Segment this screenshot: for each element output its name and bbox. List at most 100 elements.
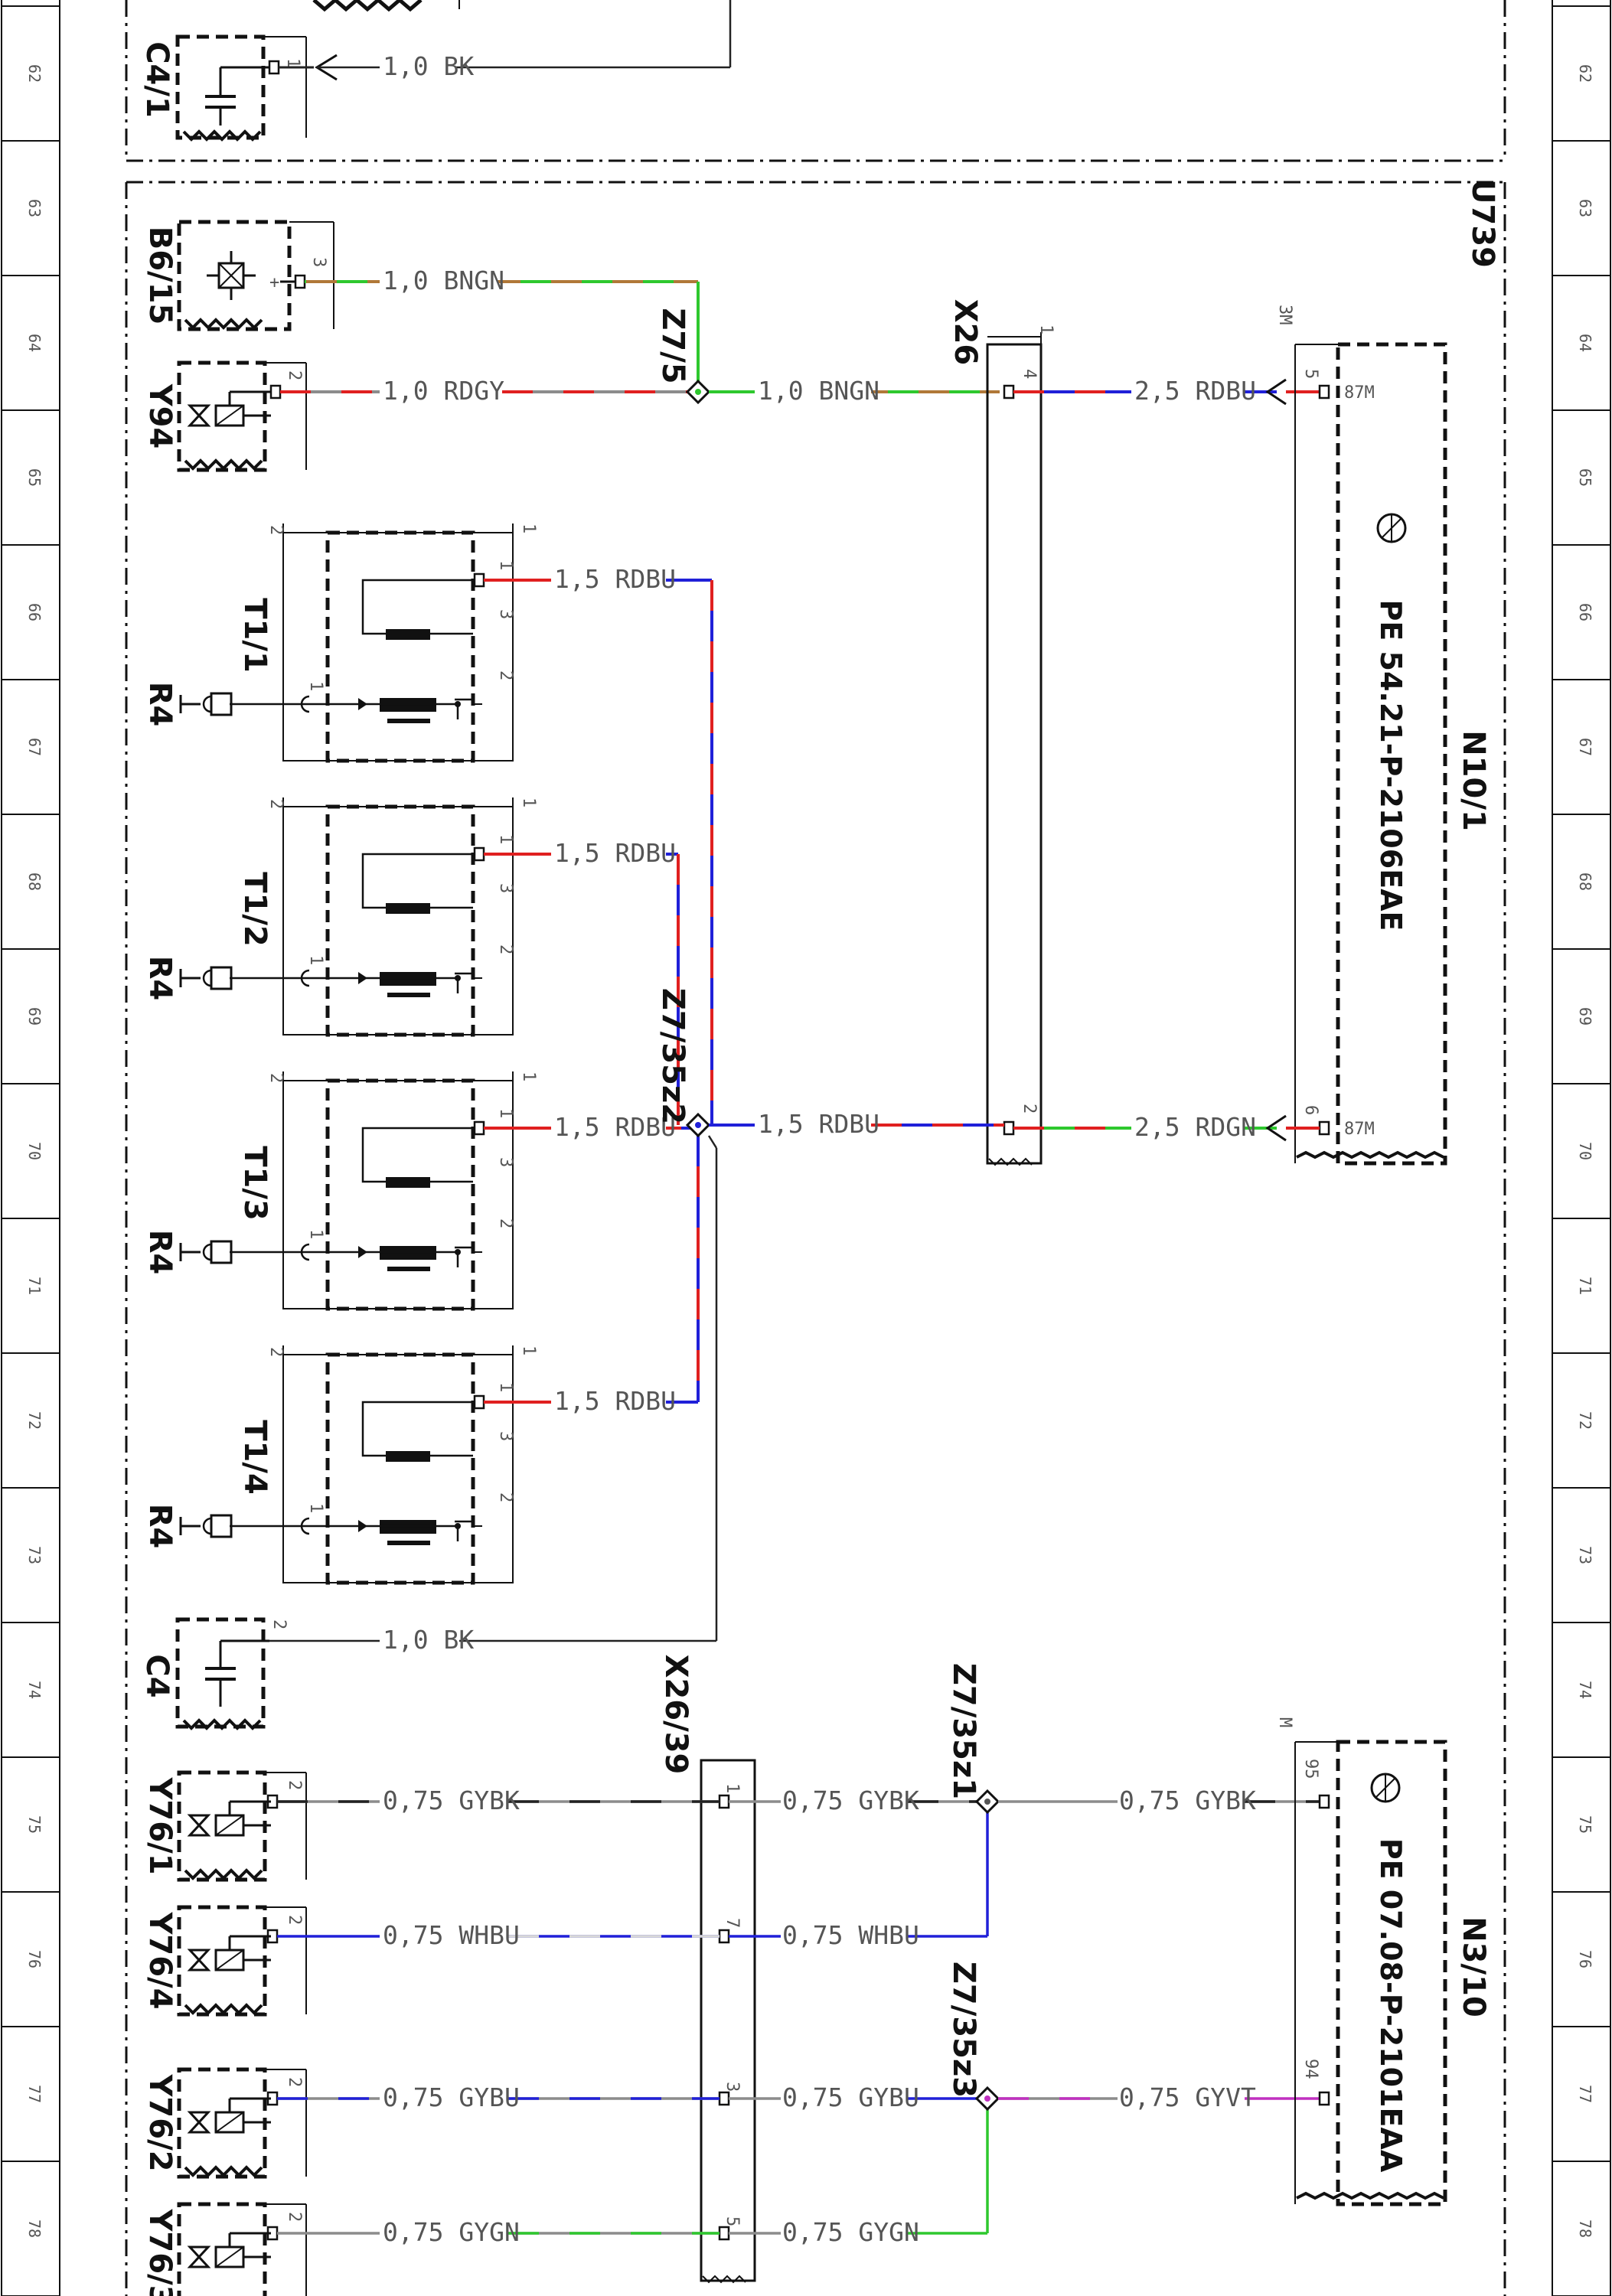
z7-35z3-splice[interactable]: Z7/35z3	[946, 1962, 1000, 2112]
coil-label: T1/2	[237, 872, 272, 947]
z7-35z2-splice[interactable]: Z7/35z2	[655, 988, 711, 1138]
c4-1-wire-label: 1,0 BK	[383, 51, 474, 81]
grid-number-left: 66	[25, 603, 44, 621]
coil-wire-t1-3[interactable]: 1,5 RDBU	[484, 1112, 698, 1142]
n10-1-module[interactable]: 3M 5 87M 6 87M N10/1 PE 54.21-P-2106EAE	[1275, 305, 1491, 1166]
x26-39-whbu-wire[interactable]: 0,75 WHBU	[729, 1812, 989, 1950]
coil-secondary-pin-1: 1	[306, 681, 325, 691]
coil-top-pin-2: 2	[266, 525, 286, 535]
grid-number-left: 67	[25, 738, 44, 756]
coil-pin-1: 1	[496, 834, 515, 844]
grid-number-left: 73	[25, 1546, 44, 1564]
x26-pin-top: 1	[1036, 325, 1056, 334]
grid-number-right: 70	[1576, 1142, 1594, 1160]
coil-wire-t1-1[interactable]: 1,5 RDBU	[484, 564, 712, 594]
x26-39-pin-1: 1	[723, 1783, 742, 1793]
n10-1-pin-6: 6	[1301, 1105, 1320, 1115]
y94-wire[interactable]: 1,0 RDGY	[280, 376, 689, 406]
x26-39-gybu-wire[interactable]: 0,75 GYBU	[729, 2082, 977, 2112]
z7-35z1-wire[interactable]: 0,75 GYBK	[998, 1786, 1320, 1815]
c4-1-wire[interactable]: 1,0 BK	[279, 0, 732, 81]
grid-number-left: 63	[25, 199, 44, 217]
coil-wire-label: 1,5 RDBU	[554, 1386, 676, 1416]
coil-secondary-pin-1: 1	[306, 955, 325, 965]
coil-wire-label: 1,5 RDBU	[554, 838, 676, 868]
x26-39-gygn-wire[interactable]: 0,75 GYGN	[729, 2109, 989, 2247]
coil-bus-wires[interactable]	[677, 580, 718, 1641]
valve-pin-2: 2	[285, 2212, 304, 2222]
z7-35z2-wire-label: 1,5 RDBU	[758, 1109, 879, 1139]
coil-wire-t1-4[interactable]: 1,5 RDBU	[484, 1386, 698, 1416]
b6-15-label: B6/15	[142, 227, 178, 325]
valve-label: Y76/1	[142, 1776, 178, 1874]
c4-component[interactable]: C4 2	[139, 1617, 289, 1730]
x26-rdgn-wire[interactable]: 2,5 RDGN	[1013, 1112, 1320, 1142]
y76-1-wire[interactable]: 0,75 GYBK	[277, 1786, 720, 1815]
x26-connector[interactable]: X26 1 4 2	[948, 299, 1056, 1166]
z7-35z3-wire-label: 0,75 GYVT	[1119, 2082, 1256, 2112]
grid-number-left: 75	[25, 1815, 44, 1834]
x26-39-gybk-label: 0,75 GYBK	[782, 1786, 919, 1815]
c4-1-component[interactable]: C4/1 1	[139, 34, 307, 142]
z7-35z3-wire[interactable]: 0,75 GYVT	[998, 2082, 1320, 2112]
c4-wire[interactable]: 1,0 BK	[269, 1625, 716, 1655]
grid-number-left: 69	[25, 1007, 44, 1026]
coil-pin-3: 3	[496, 1157, 515, 1167]
x26-39-gybk-wire[interactable]: 0,75 GYBK	[729, 1786, 977, 1815]
grid-number-right: 64	[1576, 334, 1594, 352]
module-border	[125, 0, 1506, 2296]
b6-15-component[interactable]: B6/15 3 +	[142, 220, 334, 331]
x26-39-connector[interactable]: X26/39 1 7 3 5	[658, 1655, 756, 2284]
y76-3-wire[interactable]: 0,75 GYGN	[277, 2217, 720, 2247]
grid-number-right: 69	[1576, 1007, 1594, 1026]
coil-label: T1/1	[237, 598, 272, 673]
n3-10-doc-reference: PE 07.08-P-2101EAA	[1374, 1838, 1408, 2173]
n10-1-label: N10/1	[1456, 730, 1491, 831]
z7-35z1-wire-label: 0,75 GYBK	[1119, 1786, 1256, 1815]
n3-10-label: N3/10	[1456, 1916, 1491, 2017]
grid-number-left: 62	[25, 64, 44, 83]
coil-wire-t1-2[interactable]: 1,5 RDBU	[484, 838, 678, 868]
coil-top-pin-1: 1	[519, 1345, 538, 1355]
coil-pin-2: 2	[496, 1492, 515, 1502]
top-resistor-fragment	[312, 0, 423, 12]
grid-number-right: 72	[1576, 1411, 1594, 1430]
coil-top-pin-1: 1	[519, 523, 538, 533]
coil-top-pin-2: 2	[266, 1073, 286, 1083]
z7-35z1-splice[interactable]: Z7/35z1	[946, 1663, 1000, 1815]
n3-10-module[interactable]: M 95 94 N3/10 PE 07.08-P-2101EAA	[1275, 1717, 1491, 2206]
coil-pin-2: 2	[496, 1218, 515, 1228]
grid-number-right: 62	[1576, 64, 1594, 83]
z7-35z2-label: Z7/35z2	[655, 988, 690, 1124]
grid-number-left: 64	[25, 334, 44, 352]
grid-number-right: 67	[1576, 738, 1594, 756]
y94-component[interactable]: Y94 2	[142, 360, 307, 472]
coil-pin-2: 2	[496, 670, 515, 680]
coil-top-pin-2: 2	[266, 799, 286, 809]
y76-2-wire[interactable]: 0,75 GYBU	[277, 2082, 720, 2112]
y76-4-wire[interactable]: 0,75 WHBU	[277, 1920, 720, 1950]
n3-10-pin-95: 95	[1301, 1759, 1320, 1779]
grid-number-right: 68	[1576, 872, 1594, 891]
z7-35z2-wire[interactable]: 1,5 RDBU	[709, 1109, 1004, 1139]
z7-5-wire[interactable]: 1,0 BNGN	[709, 376, 1000, 406]
x26-rdbu-wire[interactable]: 2,5 RDBU	[1013, 376, 1320, 406]
coil-secondary-pin-1: 1	[306, 1229, 325, 1239]
coil-pin-3: 3	[496, 883, 515, 893]
c4-label: C4	[139, 1654, 175, 1698]
spark-plug-label: R4	[142, 682, 178, 727]
z7-5-splice[interactable]: Z7/5	[655, 308, 711, 405]
b6-15-wire[interactable]: 1,0 BNGN	[305, 266, 700, 392]
spark-plug-label: R4	[142, 1504, 178, 1549]
x26-39-pin-3: 3	[723, 2082, 742, 2092]
grid-number-right: 74	[1576, 1681, 1594, 1699]
